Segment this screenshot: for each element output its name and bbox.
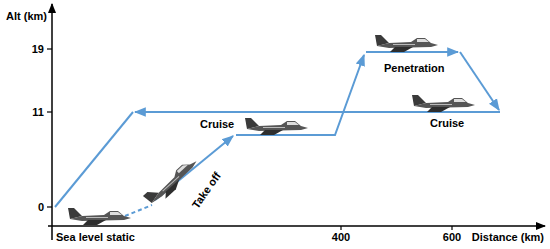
aircraft: [412, 95, 475, 112]
tick: [340, 226, 341, 230]
tick: [451, 226, 452, 230]
aircraft: [375, 35, 438, 52]
tick-label: 19: [32, 43, 44, 56]
phase-label: Take off: [190, 169, 224, 210]
tick: [47, 111, 52, 112]
aircraft: [245, 118, 308, 135]
tick-label: 600: [443, 231, 461, 244]
phase-label: Cruise: [200, 118, 234, 131]
phase-label: Sea level static: [56, 231, 135, 244]
tick-label: 11: [32, 106, 44, 119]
tick: [47, 48, 52, 49]
alt-axis: [51, 4, 53, 240]
tick-label: 0: [38, 201, 44, 214]
tick-label: 400: [332, 231, 350, 244]
phase-label: Cruise: [430, 117, 464, 130]
aircraft: [68, 208, 131, 225]
profile-path: [55, 52, 500, 216]
tick: [47, 206, 52, 207]
phase-label: Penetration: [384, 62, 445, 75]
distance-axis: [48, 225, 545, 227]
axis-title: Alt (km): [6, 10, 47, 23]
axis-title: Distance (km): [472, 231, 544, 244]
